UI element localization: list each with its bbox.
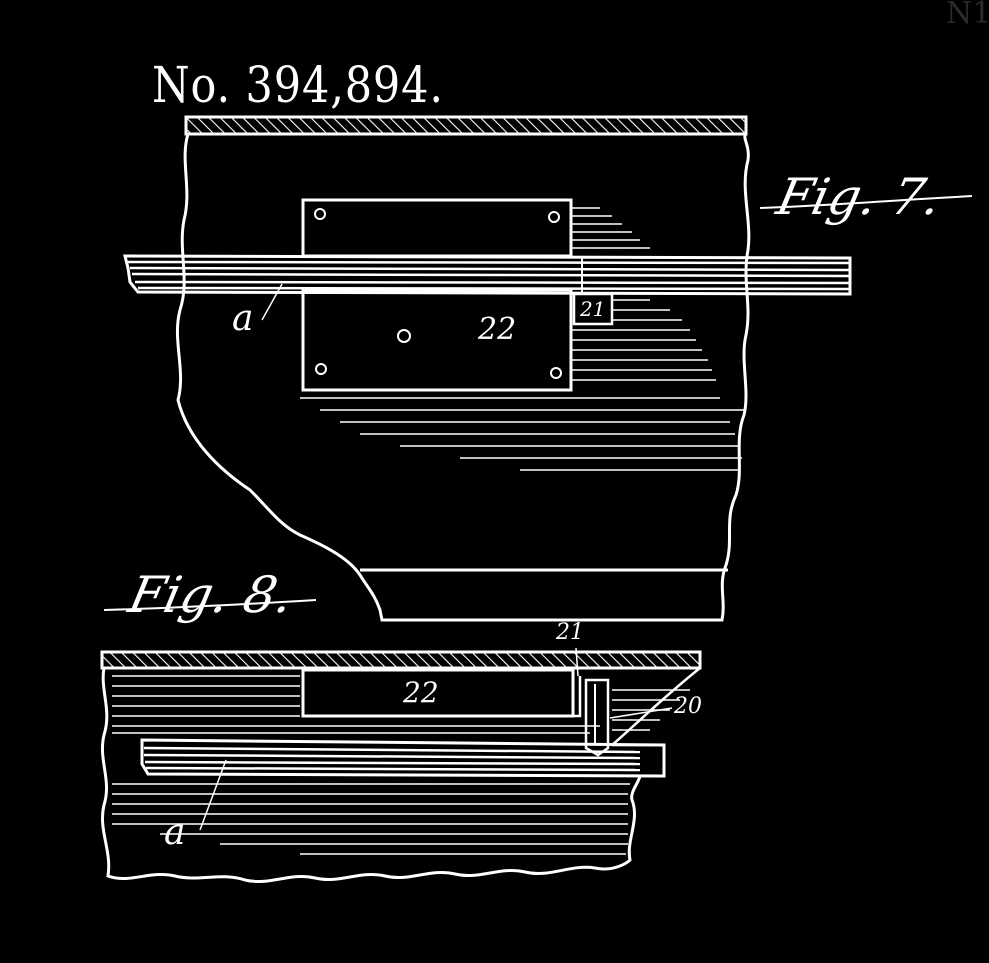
patent-number: No. 394,894. xyxy=(152,56,444,114)
fig8-rail-ref: a xyxy=(164,812,186,853)
fig7-top-section xyxy=(184,115,748,136)
fig8-outline xyxy=(101,667,642,883)
fig8-shading xyxy=(112,675,690,855)
fig7-rail xyxy=(123,254,852,296)
fig7-plate-upper xyxy=(301,198,573,258)
fig7-rail-ref: a xyxy=(232,298,254,339)
fig8-plate-ref: 22 xyxy=(403,676,439,709)
figure-8 xyxy=(100,647,702,883)
fig7-block-ref: 21 xyxy=(580,297,606,321)
fig7-block-21 xyxy=(572,292,614,326)
fig7-label: Fig. 7. xyxy=(771,168,947,226)
fig7-plate-lower xyxy=(301,288,573,392)
fig8-label: Fig. 8. xyxy=(123,566,299,624)
fig7-shading xyxy=(300,207,746,471)
fig7-plate-ref: 22 xyxy=(478,312,517,347)
fig7-rivet xyxy=(548,211,560,223)
fig7-rivet xyxy=(315,363,327,375)
fig8-rail xyxy=(140,738,666,778)
fig7-rivet xyxy=(550,367,562,379)
figure-7 xyxy=(123,115,852,622)
fig7-outline xyxy=(175,132,751,622)
fig7-rivet xyxy=(397,329,411,343)
fig8-ref-20: 20 xyxy=(674,694,702,719)
fig8-ref-21: 21 xyxy=(556,620,584,645)
fig8-top-section xyxy=(100,650,702,670)
fig7-rivet xyxy=(314,208,326,220)
corner-ghost-text: N1 xyxy=(946,0,989,31)
